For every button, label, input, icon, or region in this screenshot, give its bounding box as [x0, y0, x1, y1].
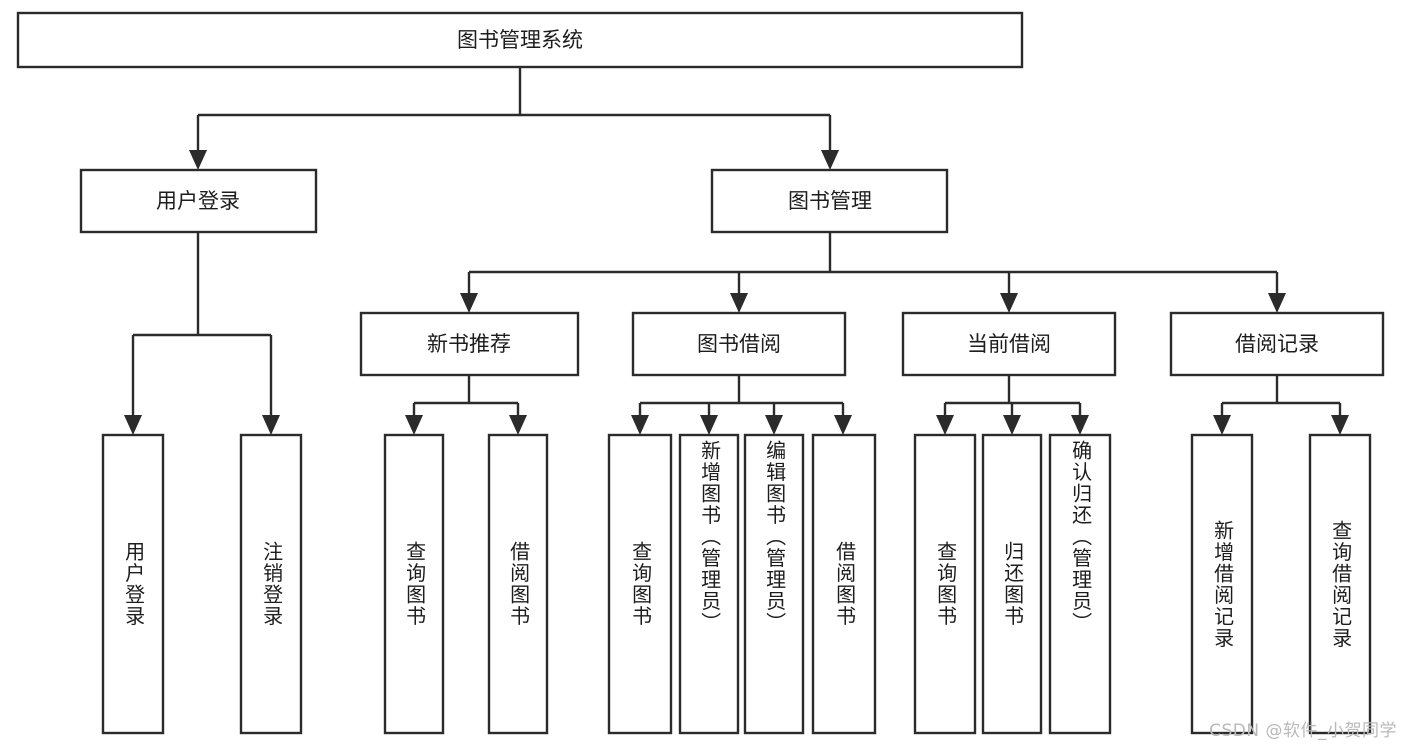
node-leaf-borrow-book-rec[interactable]: [487, 433, 549, 735]
node-leaf-user-login[interactable]: [101, 433, 165, 735]
arrow-leaf-confirm-return: [1071, 415, 1089, 435]
csdn-watermark: CSDN @软件_小贺同学: [1209, 721, 1397, 741]
node-user-login[interactable]: [79, 168, 318, 234]
node-leaf-confirm-return-admin[interactable]: [1048, 433, 1112, 735]
arrow-leaf-borrow-book-2: [834, 415, 852, 435]
node-leaf-query-book-rec[interactable]: [383, 433, 445, 735]
arrow-to-borrow-record: [1268, 293, 1286, 313]
arrow-leaf-edit-book: [765, 415, 783, 435]
node-leaf-edit-book-admin[interactable]: [743, 433, 805, 735]
node-new-book-recommend-label: 新书推荐: [427, 332, 511, 356]
node-user-login-label: 用户登录: [156, 189, 240, 213]
connector-layer: [124, 67, 1349, 435]
node-book-borrow[interactable]: [631, 311, 847, 377]
arrow-leaf-borrow-book-1: [509, 415, 527, 435]
node-leaf-logout[interactable]: [239, 433, 303, 735]
node-current-borrow[interactable]: [901, 311, 1117, 377]
arrow-leaf-query-book-1: [405, 415, 423, 435]
arrow-leaf-add-book: [700, 415, 718, 435]
arrow-leaf-add-record: [1213, 415, 1231, 435]
node-leaf-query-borrow-record[interactable]: [1308, 433, 1372, 735]
node-book-borrow-label: 图书借阅: [697, 332, 781, 356]
node-current-borrow-label: 当前借阅: [967, 332, 1051, 356]
arrow-leaf-return-book: [1003, 415, 1021, 435]
arrow-to-current-borrow: [1000, 293, 1018, 313]
node-leaf-add-book-admin[interactable]: [678, 433, 740, 735]
node-layer: 图书管理系统 用户登录 图书管理 新书推荐 图书借阅 当前借阅 借阅记录: [16, 11, 1385, 735]
arrow-leaf-query-book-2: [631, 415, 649, 435]
node-book-management-label: 图书管理: [788, 189, 872, 213]
arrow-to-user-login: [189, 150, 207, 170]
node-borrow-record-label: 借阅记录: [1235, 332, 1319, 356]
node-root-book-system[interactable]: [16, 11, 1024, 69]
node-leaf-query-book-current[interactable]: [913, 433, 977, 735]
node-borrow-record[interactable]: [1169, 311, 1385, 377]
node-leaf-borrow-book-borrow[interactable]: [811, 433, 877, 735]
arrow-leaf-logout: [262, 415, 280, 435]
node-leaf-return-book[interactable]: [981, 433, 1043, 735]
node-leaf-add-borrow-record[interactable]: [1190, 433, 1254, 735]
arrow-to-book-borrow: [730, 293, 748, 313]
arrow-to-new-book-rec: [460, 293, 478, 313]
node-root-label: 图书管理系统: [457, 28, 583, 52]
arrow-leaf-query-record: [1331, 415, 1349, 435]
node-book-management[interactable]: [710, 168, 949, 234]
arrow-leaf-user-login: [124, 415, 142, 435]
node-new-book-recommend[interactable]: [359, 311, 580, 377]
arrow-to-book-manage: [821, 150, 839, 170]
arrow-leaf-query-book-3: [936, 415, 954, 435]
node-leaf-query-book-borrow[interactable]: [607, 433, 673, 735]
